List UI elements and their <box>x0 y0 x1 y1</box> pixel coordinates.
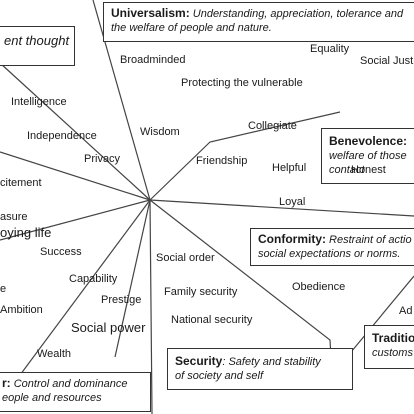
universalism-title: Universalism: <box>111 6 190 20</box>
conformity-title: Conformity: <box>258 232 326 246</box>
divider-line <box>149 199 153 414</box>
power-box: r: Control and dominance eople and resou… <box>0 372 151 412</box>
tradition-title: Traditio <box>372 331 414 345</box>
value-social-order: Social order <box>156 252 215 264</box>
value-pleasure: asure <box>0 211 28 223</box>
universalism-description: Understanding, appreciation, tolerance a… <box>189 8 404 20</box>
value-excitement: citement <box>0 177 42 189</box>
value-success: Success <box>40 246 82 258</box>
value-social-justice: Social Justi <box>360 55 414 67</box>
value-loyal: Loyal <box>279 196 306 208</box>
value-helpful: Helpful <box>272 162 307 174</box>
value-equality: Equality <box>310 43 350 55</box>
value-intelligence: Intelligence <box>11 96 67 108</box>
divider-line <box>92 0 151 201</box>
power-title: r: <box>2 376 11 390</box>
value-independence: Independence <box>27 130 97 142</box>
divider-line <box>0 151 151 201</box>
self-direction-label: ent thought <box>4 33 70 48</box>
benevolence-description: welfare of those <box>329 150 407 162</box>
self-direction-box: ent thought <box>0 26 75 66</box>
divider-line <box>0 199 151 403</box>
value-friendship: Friendship <box>196 155 248 167</box>
benevolence-description-line2: contact <box>329 164 365 176</box>
value-protecting-the-vulnerable: Protecting the vulnerable <box>181 77 303 89</box>
universalism-description-line2: the welfare of people and nature. <box>111 22 272 34</box>
value-fragment-ad: Ad <box>399 305 413 317</box>
value-family-security: Family security <box>164 286 238 298</box>
value-honest: Honest <box>351 164 386 176</box>
divider-line <box>0 62 151 201</box>
divider-line <box>0 199 151 241</box>
power-description-line2: eople and resources <box>2 392 102 404</box>
security-description: : Safety and stability <box>222 356 321 368</box>
divider-line <box>149 111 341 201</box>
value-broadminded: Broadminded <box>120 54 186 66</box>
value-fragment-e: e <box>0 283 7 295</box>
value-obedience: Obedience <box>292 281 346 293</box>
value-ambition: Ambition <box>0 304 43 316</box>
benevolence-box: Benevolence: welfare of those contact <box>321 128 414 184</box>
value-capability: Capability <box>69 273 118 285</box>
value-wealth: Wealth <box>37 348 72 360</box>
universalism-box: Universalism: Understanding, appreciatio… <box>103 2 414 42</box>
security-box: Security: Safety and stability of societ… <box>167 348 353 390</box>
conformity-box: Conformity: Restraint of actio social ex… <box>250 228 414 266</box>
divider-line <box>149 199 414 217</box>
value-enjoying-life: oying life <box>0 225 52 240</box>
value-prestige: Prestige <box>101 294 142 306</box>
divider-line <box>114 199 151 358</box>
value-national-security: National security <box>171 314 253 326</box>
security-description-line2: of society and self <box>175 370 264 382</box>
tradition-box: Traditio customs <box>364 325 414 369</box>
power-description: Control and dominance <box>10 378 128 390</box>
value-social-power: Social power <box>71 320 146 335</box>
value-privacy: Privacy <box>84 153 121 165</box>
value-collegiate: Collegiate <box>248 120 297 132</box>
benevolence-title: Benevolence: <box>329 134 408 148</box>
value-wisdom: Wisdom <box>140 126 180 138</box>
conformity-description-line2: social expectations or norms. <box>258 248 401 260</box>
conformity-description: Restraint of actio <box>326 234 412 246</box>
security-title: Security <box>175 354 223 368</box>
tradition-description: customs <box>372 347 413 359</box>
